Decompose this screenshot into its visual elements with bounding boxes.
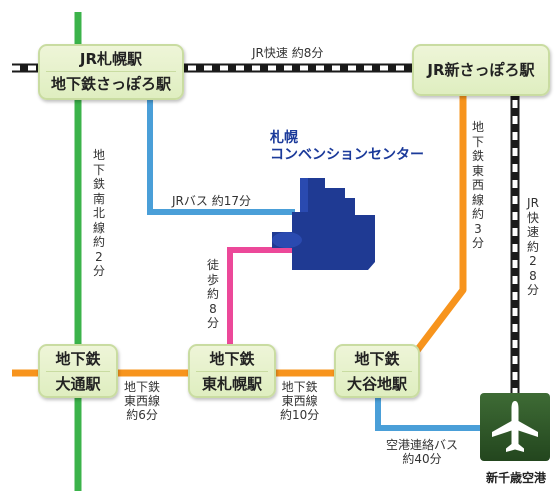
airport-name: 新千歳空港 — [485, 471, 546, 485]
station-sapporo-line1: JR札幌駅 — [79, 50, 143, 68]
venue-label: 札幌 コンベンションセンター — [270, 130, 424, 164]
tozai-line-branch — [378, 75, 467, 377]
airport-box[interactable] — [480, 393, 550, 461]
route-label-higashi-oyachi: 地下鉄 東西線 約10分 — [280, 380, 319, 422]
airport-bus-line — [375, 390, 482, 431]
station-odori-line1: 地下鉄 — [55, 350, 101, 368]
route-label-airport-bus: 空港連絡バス 約40分 — [386, 438, 458, 466]
route-label-odori-higashi-line2: 東西線 — [124, 394, 161, 408]
route-label-airport-bus-line2: 約40分 — [402, 452, 442, 466]
route-label-tozai-right: 地下鉄東西線約3分 — [471, 120, 484, 250]
station-oyachi-line1: 地下鉄 — [354, 350, 400, 368]
station-oyachi-line2: 大谷地駅 — [346, 375, 407, 393]
route-label-odori-higashi: 地下鉄 東西線 約6分 — [124, 380, 160, 422]
venue-name-line1: 札幌 — [270, 130, 298, 146]
jr-bus-line — [147, 95, 295, 215]
station-shin-sapporo[interactable]: JR新さっぽろ駅 — [412, 44, 550, 96]
route-label-jr-rapid-right: JR快速約28分 — [526, 196, 539, 297]
route-label-jr-bus: JRバス 約17分 — [172, 194, 251, 208]
station-shin-sapporo-label: JR新さっぽろ駅 — [427, 61, 535, 79]
route-label-odori-higashi-line1: 地下鉄 — [124, 380, 161, 394]
station-odori-line2: 大通駅 — [55, 375, 101, 393]
station-oyachi[interactable]: 地下鉄 大谷地駅 — [334, 344, 420, 398]
station-divider — [342, 371, 412, 372]
route-label-higashi-oyachi-line1: 地下鉄 — [281, 380, 318, 394]
station-divider — [196, 371, 268, 372]
airplane-icon — [492, 401, 538, 452]
route-label-walk: 徒歩約8分 — [206, 258, 219, 330]
station-higashi-sapporo[interactable]: 地下鉄 東札幌駅 — [188, 344, 276, 398]
station-divider — [46, 71, 176, 72]
route-label-jr-rapid-top: JR快速 約8分 — [252, 46, 324, 60]
route-label-odori-higashi-line3: 約6分 — [126, 408, 158, 422]
station-odori[interactable]: 地下鉄 大通駅 — [38, 344, 118, 398]
station-sapporo[interactable]: JR札幌駅 地下鉄さっぽろ駅 — [38, 44, 184, 100]
station-divider — [46, 371, 110, 372]
route-label-higashi-oyachi-line3: 約10分 — [280, 408, 320, 422]
route-label-airport-bus-line1: 空港連絡バス — [386, 438, 459, 452]
convention-center-building — [272, 178, 375, 270]
venue-name-line2: コンベンションセンター — [270, 147, 424, 163]
route-label-nanboku: 地下鉄南北線約2分 — [92, 148, 105, 278]
station-higashi-sapporo-line2: 東札幌駅 — [201, 375, 262, 393]
route-label-higashi-oyachi-line2: 東西線 — [281, 394, 318, 408]
station-higashi-sapporo-line1: 地下鉄 — [209, 350, 255, 368]
station-sapporo-line2: 地下鉄さっぽろ駅 — [50, 75, 171, 93]
walk-line — [227, 247, 310, 355]
